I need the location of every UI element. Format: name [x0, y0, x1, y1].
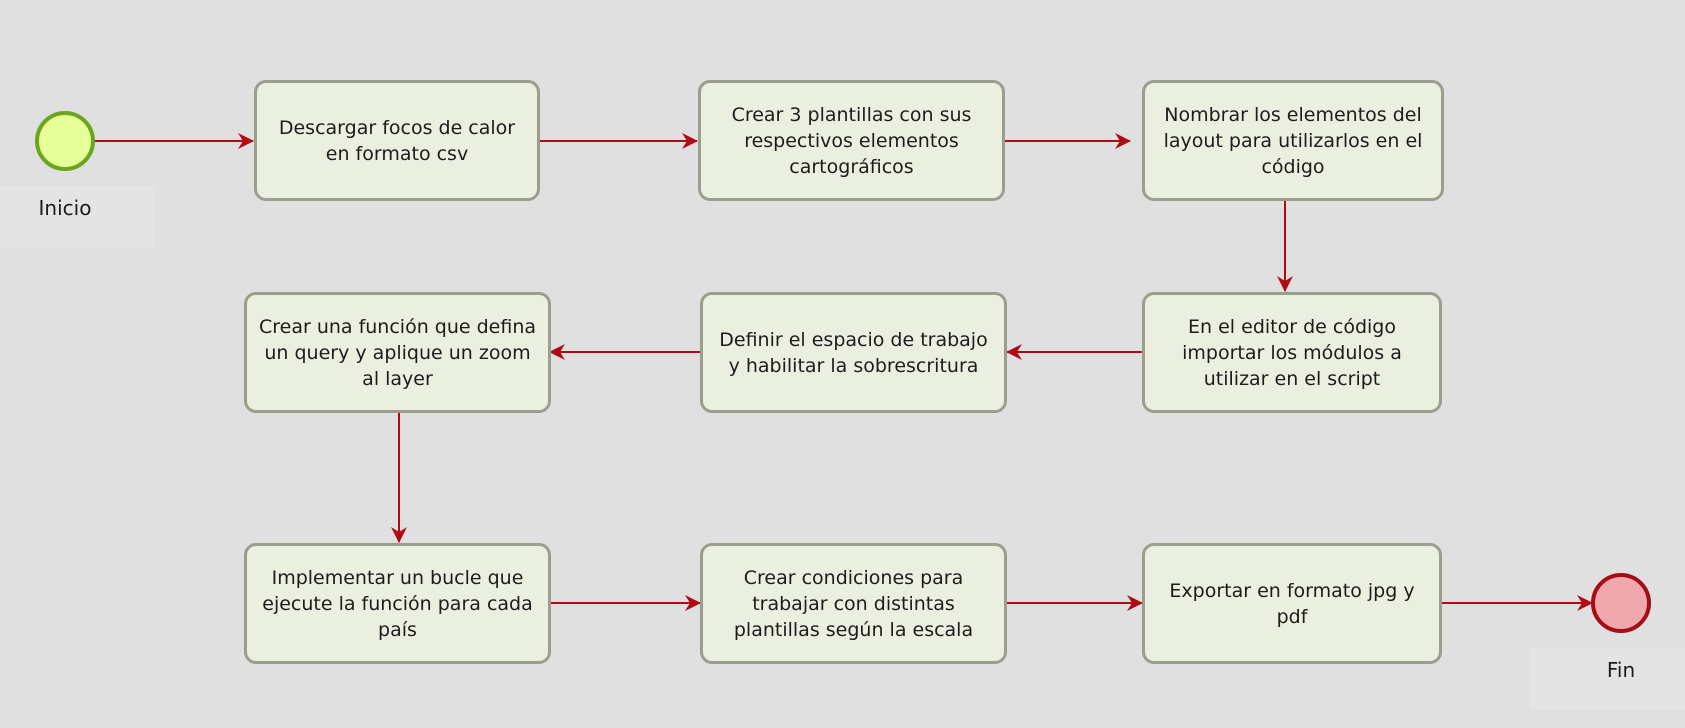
step-create-templates: Crear 3 plantillas con sus respectivos e… [698, 80, 1005, 201]
end-label-background [1530, 648, 1685, 710]
step-create-query-function: Crear una función que defina un query y … [244, 292, 551, 413]
end-event-circle [1591, 573, 1651, 633]
step-implement-loop: Implementar un bucle que ejecute la func… [244, 543, 551, 664]
start-event-circle [35, 111, 95, 171]
step-export-files: Exportar en formato jpg y pdf [1142, 543, 1442, 664]
start-label-background [0, 186, 155, 248]
step-download-hotspots: Descargar focos de calor en formato csv [254, 80, 540, 201]
step-name-layout-elements: Nombrar los elementos del layout para ut… [1142, 80, 1444, 201]
step-define-workspace: Definir el espacio de trabajo y habilita… [700, 292, 1007, 413]
step-import-modules: En el editor de código importar los módu… [1142, 292, 1442, 413]
step-create-conditions: Crear condiciones para trabajar con dist… [700, 543, 1007, 664]
start-label: Inicio [38, 196, 92, 220]
end-label: Fin [1606, 658, 1636, 682]
